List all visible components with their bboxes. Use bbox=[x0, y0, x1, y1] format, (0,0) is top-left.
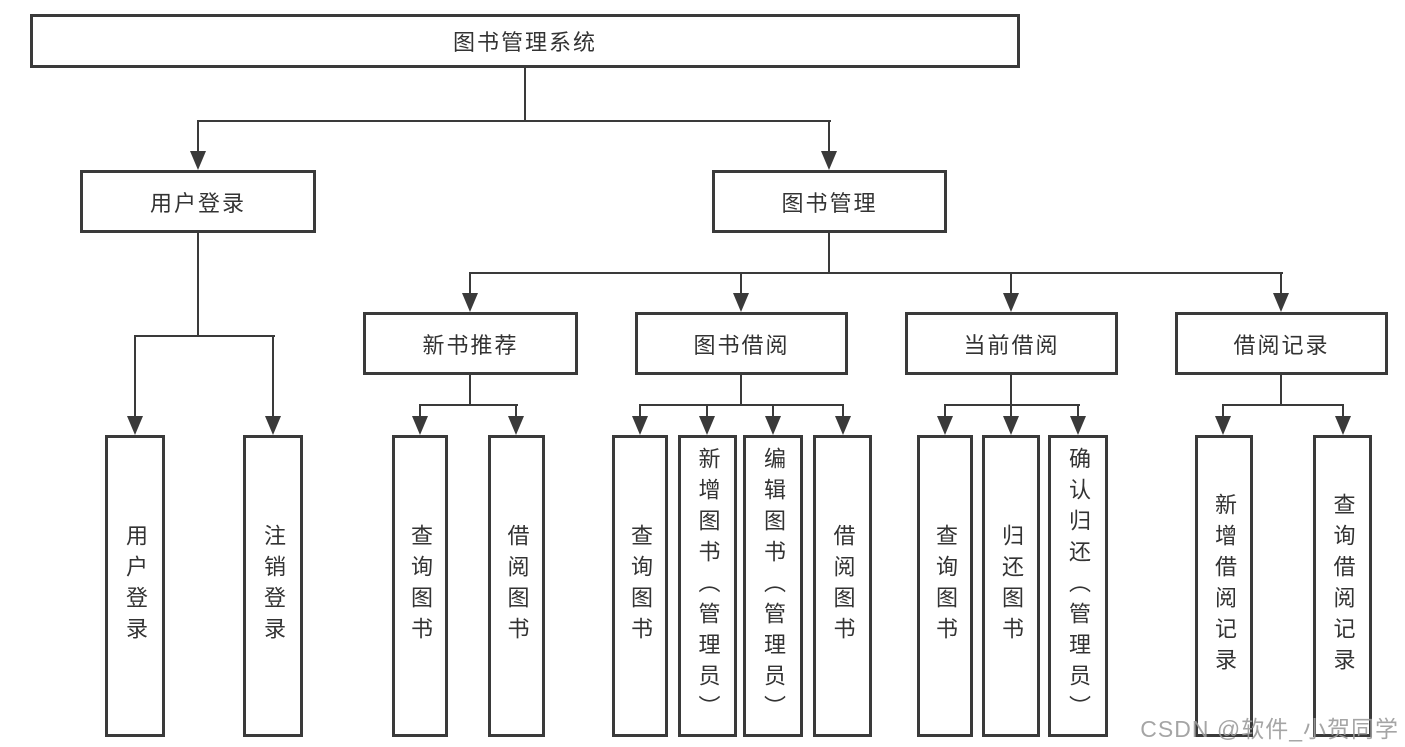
leaf-confirm-return-admin: 确认归还（管理员） bbox=[1048, 435, 1108, 737]
connector-rail-new-book bbox=[419, 404, 518, 406]
arrow-down-icon bbox=[265, 335, 281, 435]
connector-stem-book-borrowing bbox=[740, 375, 742, 406]
leaf-borrow-book: 借阅图书 bbox=[813, 435, 872, 737]
leaf-query-borrow-record: 查询借阅记录 bbox=[1313, 435, 1372, 737]
leaf-edit-book-admin: 编辑图书（管理员） bbox=[743, 435, 803, 737]
connector-rail-root bbox=[197, 120, 831, 122]
connector-rail-borrowing-records bbox=[1222, 404, 1344, 406]
leaf-return-book: 归还图书 bbox=[982, 435, 1040, 737]
connector-stem-new-book bbox=[469, 375, 471, 406]
node-book-borrowing: 图书借阅 bbox=[635, 312, 848, 375]
arrow-down-icon bbox=[462, 272, 478, 312]
node-new-book-recommendation: 新书推荐 bbox=[363, 312, 578, 375]
connector-rail-user-login bbox=[134, 335, 275, 337]
connector-stem-current-borrowing bbox=[1010, 375, 1012, 406]
node-current-borrowing: 当前借阅 bbox=[905, 312, 1118, 375]
arrow-down-icon bbox=[733, 272, 749, 312]
connector-stem-root bbox=[524, 68, 526, 121]
arrow-down-icon bbox=[1273, 272, 1289, 312]
connector-stem-book-management bbox=[828, 233, 830, 273]
arrow-down-icon bbox=[412, 404, 428, 435]
connector-stem-user-login bbox=[197, 233, 199, 336]
arrow-down-icon bbox=[765, 404, 781, 435]
csdn-watermark: CSDN @软件_小贺同学 bbox=[1140, 716, 1399, 742]
arrow-down-icon bbox=[699, 404, 715, 435]
leaf-logout: 注销登录 bbox=[243, 435, 303, 737]
node-user-login: 用户登录 bbox=[80, 170, 316, 233]
arrow-down-icon bbox=[127, 335, 143, 435]
arrow-down-icon bbox=[1335, 404, 1351, 435]
node-book-management: 图书管理 bbox=[712, 170, 947, 233]
arrow-down-icon bbox=[821, 120, 837, 170]
arrow-down-icon bbox=[632, 404, 648, 435]
leaf-borrow-book-recommend: 借阅图书 bbox=[488, 435, 545, 737]
leaf-user-login: 用户登录 bbox=[105, 435, 165, 737]
node-borrowing-records: 借阅记录 bbox=[1175, 312, 1388, 375]
leaf-query-book-current: 查询图书 bbox=[917, 435, 973, 737]
connector-stem-borrowing-records bbox=[1280, 375, 1282, 406]
connector-rail-book-management bbox=[469, 272, 1283, 274]
arrow-down-icon bbox=[1003, 272, 1019, 312]
arrow-down-icon bbox=[508, 404, 524, 435]
leaf-query-book-borrowing: 查询图书 bbox=[612, 435, 668, 737]
leaf-query-book-recommend: 查询图书 bbox=[392, 435, 448, 737]
node-library-management-system: 图书管理系统 bbox=[30, 14, 1020, 68]
arrow-down-icon bbox=[1003, 404, 1019, 435]
connector-rail-book-borrowing bbox=[639, 404, 844, 406]
arrow-down-icon bbox=[1215, 404, 1231, 435]
arrow-down-icon bbox=[190, 120, 206, 170]
arrow-down-icon bbox=[1070, 404, 1086, 435]
arrow-down-icon bbox=[835, 404, 851, 435]
connector-rail-current-borrowing bbox=[944, 404, 1080, 406]
leaf-add-borrow-record: 新增借阅记录 bbox=[1195, 435, 1253, 737]
leaf-add-book-admin: 新增图书（管理员） bbox=[678, 435, 737, 737]
arrow-down-icon bbox=[937, 404, 953, 435]
